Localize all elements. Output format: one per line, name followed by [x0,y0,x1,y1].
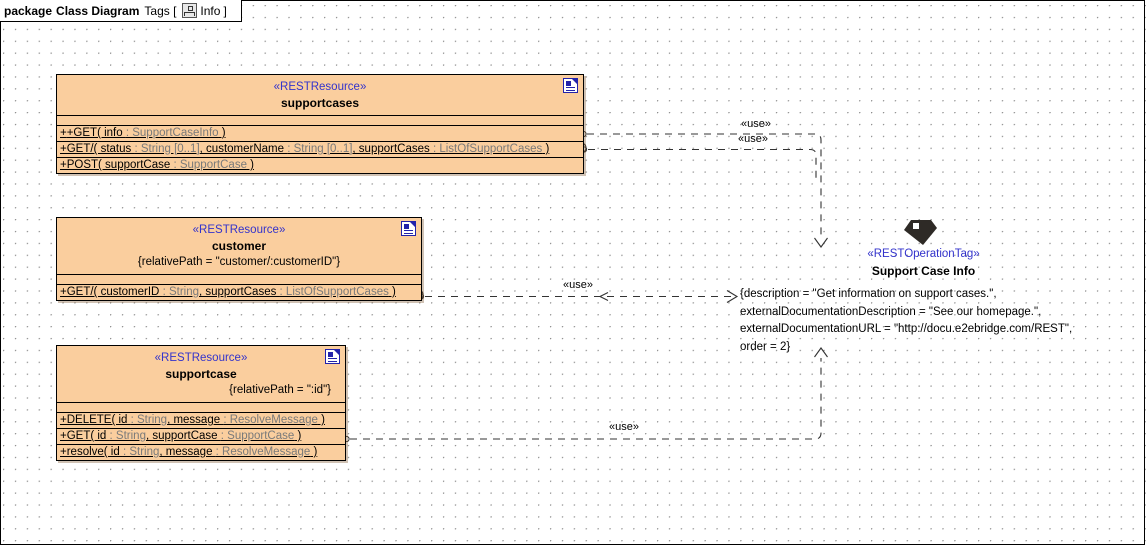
class-stereotype: «RESTResource» [192,224,286,236]
connector-label-use-1: «use» [741,118,771,130]
class-header-supportcases: «RESTResource» supportcases [57,75,583,115]
operation-row[interactable]: +GET( id : String, supportCase : Support… [57,429,345,445]
operation-text: +POST( supportCase : SupportCase ) [60,159,254,171]
class-name: customer [211,239,267,253]
attributes-compartment [57,275,421,284]
operations-compartment: +GET/( customerID : String, supportCases… [57,285,421,300]
tag-property-line: externalDocumentationDescription = "See … [740,305,1042,318]
class-stereotype: «RESTResource» [154,352,248,364]
attributes-compartment [57,403,345,412]
connector-use-3 [416,289,739,303]
tag-property-line: externalDocumentationURL = "http://docu.… [740,323,1073,335]
document-icon[interactable] [563,78,578,93]
connector-label-use-4: «use» [609,421,639,433]
tag-stereotype: «RESTOperationTag» [867,248,980,260]
operations-compartment: +DELETE( id : String, message : ResolveM… [57,413,345,460]
compartment-divider [57,274,421,275]
operation-row[interactable]: +GET/( status : String [0..1], customerN… [57,142,583,158]
class-property: {relativePath = "customer/:customerID"} [137,256,341,268]
compartment-divider [57,412,345,413]
tag-property-line: {description = "Get information on suppo… [740,288,997,300]
operation-row[interactable]: +GET/( customerID : String, supportCases… [57,285,421,300]
operations-compartment: ++GET( info : SupportCaseInfo ) +GET/( s… [57,126,583,173]
tags-info-icon [182,3,198,18]
connector-use-2 [579,142,817,182]
package-tags-label: Tags [ [144,3,177,18]
operation-text: +GET( info : SupportCaseInfo ) [66,127,226,139]
class-node-supportcase[interactable]: «RESTResource» supportcase {relativePath… [56,345,346,461]
compartment-divider [57,115,583,116]
compartment-divider [57,125,583,126]
package-tags-value: Info [200,3,221,18]
operation-row[interactable]: ++GET( info : SupportCaseInfo ) [57,126,583,142]
compartment-divider [57,402,345,403]
operation-row[interactable]: +DELETE( id : String, message : ResolveM… [57,413,345,429]
connector-use-4 [343,347,828,443]
package-keyword: package [4,3,53,18]
tag-properties: {description = "Get information on suppo… [740,286,1072,356]
operation-row[interactable]: +POST( supportCase : SupportCase ) [57,158,583,173]
operation-row[interactable]: +resolve( id : String, message : Resolve… [57,445,345,460]
operation-text: +DELETE( id : String, message : ResolveM… [60,414,325,426]
connector-label-use-3: «use» [563,279,593,291]
connector-use-1 [580,130,828,248]
class-property: {relativePath = ":id"} [229,384,331,396]
tag-name: Support Case Info [871,264,976,278]
class-stereotype: «RESTResource» [273,81,367,93]
package-title-tab[interactable]: package Class Diagram Tags [ Info ] [0,0,242,22]
package-tags-close: ] [223,3,227,18]
class-header-supportcase: «RESTResource» supportcase {relativePath… [57,346,345,402]
operation-text: +GET/( customerID : String, supportCases… [60,286,396,298]
package-name: Class Diagram [56,3,140,18]
compartment-divider [57,284,421,285]
tag-icon [904,220,937,245]
class-node-supportcases[interactable]: «RESTResource» supportcases ++GET( info … [56,74,584,174]
connector-label-use-2: «use» [738,133,768,145]
document-icon[interactable] [401,221,416,236]
operation-text: +GET/( status : String [0..1], customerN… [60,143,550,155]
class-name: supportcases [280,96,360,110]
document-icon[interactable] [325,349,340,364]
class-header-customer: «RESTResource» customer {relativePath = … [57,218,421,274]
class-node-customer[interactable]: «RESTResource» customer {relativePath = … [56,217,422,301]
operation-text: +resolve( id : String, message : Resolve… [60,446,318,458]
class-name: supportcase [165,367,237,381]
attributes-compartment [57,116,583,125]
tag-property-line: order = 2} [740,340,791,353]
operation-text: +GET( id : String, supportCase : Support… [60,430,302,442]
